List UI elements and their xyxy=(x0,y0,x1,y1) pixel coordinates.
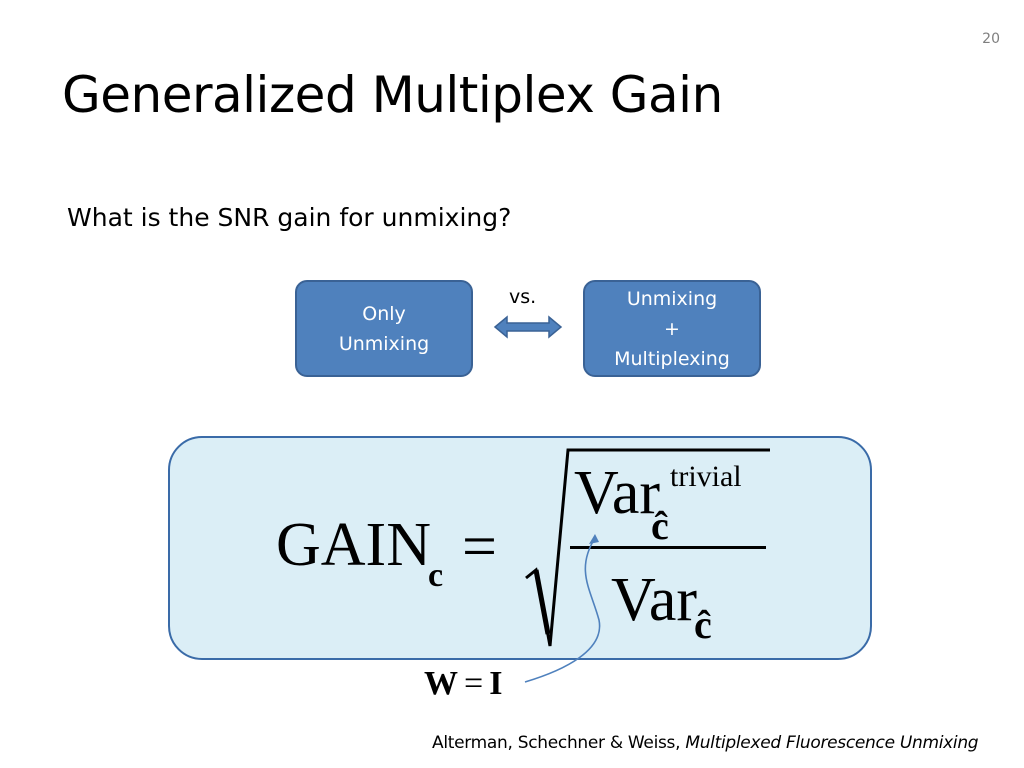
fraction-bar xyxy=(570,546,766,549)
numerator-subscript: ĉ xyxy=(651,503,669,548)
annotation-rhs: I xyxy=(489,665,503,702)
square-root-icon xyxy=(525,448,770,647)
left-box-line2: Unmixing xyxy=(338,332,430,355)
gain-symbol: GAIN xyxy=(276,511,431,579)
equals-sign: = xyxy=(462,513,497,581)
only-unmixing-box: Only Unmixing xyxy=(295,280,473,377)
right-box-line2: + xyxy=(664,317,680,340)
left-box-line1: Only xyxy=(362,302,406,325)
gain-subscript: c xyxy=(428,557,444,594)
slide-title: Generalized Multiplex Gain xyxy=(62,66,723,124)
right-box-line1: Unmixing xyxy=(626,287,718,310)
citation: Alterman, Schechner & Weiss, Multiplexed… xyxy=(432,733,979,753)
numerator-var: Var xyxy=(574,459,661,527)
denominator-subscript: ĉ xyxy=(694,602,712,647)
annotation-lhs: W xyxy=(424,665,458,702)
w-equals-i-annotation: W=I xyxy=(424,664,502,704)
annotation-arrow-icon xyxy=(524,534,601,683)
denominator-var: Var xyxy=(611,566,698,634)
double-arrow-icon xyxy=(493,315,563,339)
annotation-eq: = xyxy=(464,665,484,702)
question-text: What is the SNR gain for unmixing? xyxy=(67,203,512,232)
citation-title: Multiplexed Fluorescence Unmixing xyxy=(685,733,979,753)
citation-authors: Alterman, Schechner & Weiss, xyxy=(432,733,686,753)
unmixing-multiplexing-box: Unmixing + Multiplexing xyxy=(583,280,761,377)
vs-label: vs. xyxy=(509,286,537,308)
right-box-line3: Multiplexing xyxy=(614,347,730,370)
numerator-superscript: trivial xyxy=(670,460,742,493)
slide-number: 20 xyxy=(982,31,1000,47)
